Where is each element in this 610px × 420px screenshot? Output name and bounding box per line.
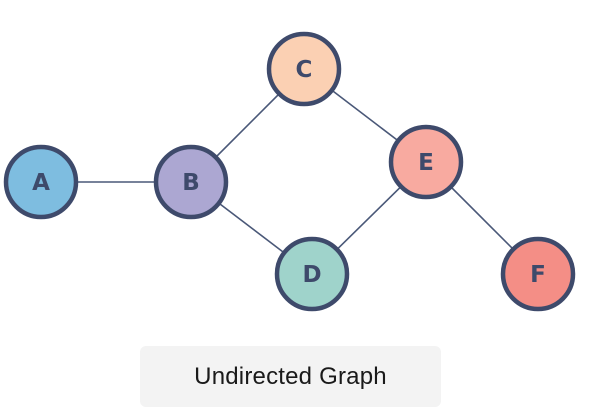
node-d-circle	[274, 236, 350, 312]
node-c: C	[266, 31, 342, 107]
node-e-circle	[388, 124, 464, 200]
caption-box: Undirected Graph	[140, 346, 441, 407]
graph-caption: Undirected Graph	[194, 362, 387, 390]
node-c-label: C	[296, 57, 313, 83]
node-d-label: D	[302, 262, 321, 288]
node-f-label: F	[530, 262, 546, 288]
node-d: D	[274, 236, 350, 312]
node-a-circle	[3, 144, 79, 220]
node-a: A	[3, 144, 79, 220]
node-a-label: A	[32, 170, 50, 196]
node-e: E	[388, 124, 464, 200]
node-f-circle	[500, 236, 576, 312]
node-e-label: E	[418, 150, 434, 176]
undirected-graph-diagram: A B C D E F	[3, 31, 576, 312]
node-b: B	[153, 144, 229, 220]
node-f: F	[500, 236, 576, 312]
node-b-label: B	[182, 170, 200, 196]
node-c-circle	[266, 31, 342, 107]
node-b-circle	[153, 144, 229, 220]
nodes-layer: A B C D E F	[3, 31, 576, 312]
